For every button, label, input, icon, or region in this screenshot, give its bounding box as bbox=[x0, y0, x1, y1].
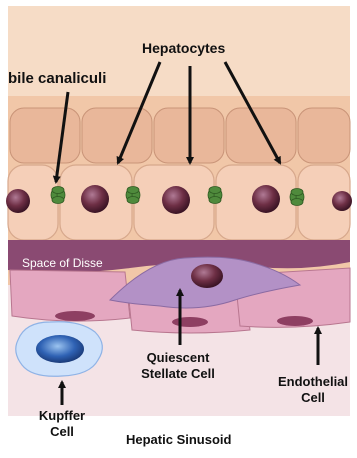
label-space-of-disse: Space of Disse bbox=[22, 256, 103, 270]
nucleus bbox=[162, 186, 190, 214]
label-endothelial-line2: Cell bbox=[268, 390, 357, 406]
label-quiescent-stellate: Quiescent Stellate Cell bbox=[128, 350, 228, 382]
label-quiescent-line1: Quiescent bbox=[128, 350, 228, 366]
canaliculus bbox=[126, 187, 140, 204]
label-bile-canaliculi: bile canaliculi bbox=[8, 70, 106, 87]
canaliculus bbox=[208, 187, 222, 204]
nucleus bbox=[6, 189, 30, 213]
label-quiescent-line2: Stellate Cell bbox=[128, 366, 228, 382]
label-endothelial-cell: Endothelial Cell bbox=[268, 374, 357, 406]
label-hepatocytes: Hepatocytes bbox=[142, 40, 225, 56]
nucleus bbox=[81, 185, 109, 213]
label-kupffer-line2: Cell bbox=[30, 424, 94, 440]
nucleus bbox=[252, 185, 280, 213]
label-kupffer-cell: Kupffer Cell bbox=[30, 408, 94, 440]
stellate-nucleus bbox=[191, 264, 223, 288]
nucleus bbox=[332, 191, 352, 211]
kupffer-nucleus bbox=[36, 335, 84, 363]
canaliculus bbox=[290, 189, 304, 206]
label-endothelial-line1: Endothelial bbox=[268, 374, 357, 390]
canaliculus bbox=[51, 187, 65, 204]
label-hepatic-sinusoid: Hepatic Sinusoid bbox=[126, 432, 231, 447]
label-kupffer-line1: Kupffer bbox=[30, 408, 94, 424]
